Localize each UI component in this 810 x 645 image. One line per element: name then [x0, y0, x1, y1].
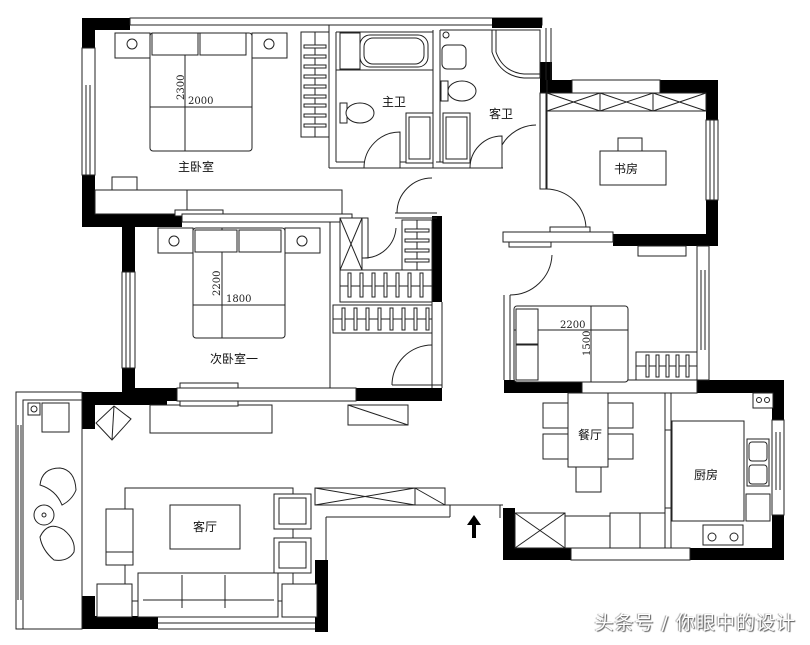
dim-second-bed-length: 2200	[212, 271, 223, 296]
partition-lines	[15, 25, 785, 630]
dim-master-bed-length: 2300	[176, 75, 187, 100]
wardrobe-hangers	[341, 272, 430, 331]
second-bed	[157, 227, 321, 339]
toilet-icon	[440, 80, 477, 102]
dim-third-bed-width: 2200	[560, 320, 585, 331]
label-guest-bath: 客卫	[489, 106, 513, 121]
watermark: 头条号 / 你眼中的设计	[594, 612, 796, 634]
dim-master-bed-width: 2000	[188, 96, 213, 107]
wardrobe-hangers	[303, 44, 327, 128]
third-bed	[513, 305, 629, 383]
master-bed	[114, 32, 288, 152]
label-master-bath: 主卫	[382, 95, 406, 109]
label-master-bedroom: 主卧室	[178, 159, 214, 174]
label-kitchen: 厨房	[694, 467, 718, 482]
label-living: 客厅	[193, 519, 217, 534]
toilet-icon	[339, 102, 375, 124]
walls	[82, 17, 784, 632]
dim-third-bed-length: 1500	[582, 331, 593, 356]
dim-second-bed-width: 1800	[226, 294, 251, 305]
label-study: 书房	[614, 161, 638, 176]
label-dining: 餐厅	[578, 427, 602, 442]
label-second-bedroom: 次卧室一	[210, 351, 258, 366]
entrance-arrow-icon	[467, 515, 481, 538]
